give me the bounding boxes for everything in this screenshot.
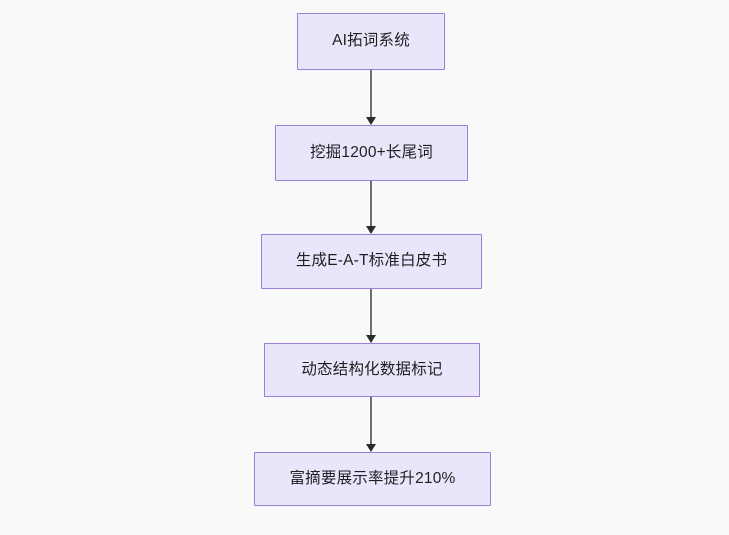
flowchart-node-label: 动态结构化数据标记: [301, 360, 443, 378]
flowchart-node-3[interactable]: 生成E-A-T标准白皮书: [261, 234, 482, 289]
flowchart-node-2[interactable]: 挖掘1200+长尾词: [275, 125, 468, 181]
flowchart-node-4[interactable]: 动态结构化数据标记: [264, 343, 480, 397]
edge-n4-n5: [366, 397, 376, 452]
flowchart-node-label: AI拓词系统: [332, 32, 410, 50]
flowchart-node-label: 富摘要展示率提升210%: [289, 469, 456, 487]
flowchart-node-5[interactable]: 富摘要展示率提升210%: [254, 452, 491, 506]
edge-n2-n3: [366, 181, 376, 234]
edge-line: [370, 397, 372, 445]
edge-line: [370, 181, 372, 227]
edge-line: [370, 289, 372, 336]
edge-n3-n4: [366, 289, 376, 343]
flowchart-node-label: 挖掘1200+长尾词: [309, 143, 434, 161]
flowchart-node-label: 生成E-A-T标准白皮书: [295, 252, 448, 270]
arrowhead-icon: [366, 117, 376, 125]
arrowhead-icon: [366, 335, 376, 343]
flowchart-node-1[interactable]: AI拓词系统: [297, 13, 445, 70]
arrowhead-icon: [366, 444, 376, 452]
arrowhead-icon: [366, 226, 376, 234]
edge-n1-n2: [366, 70, 376, 125]
edge-line: [370, 70, 372, 118]
